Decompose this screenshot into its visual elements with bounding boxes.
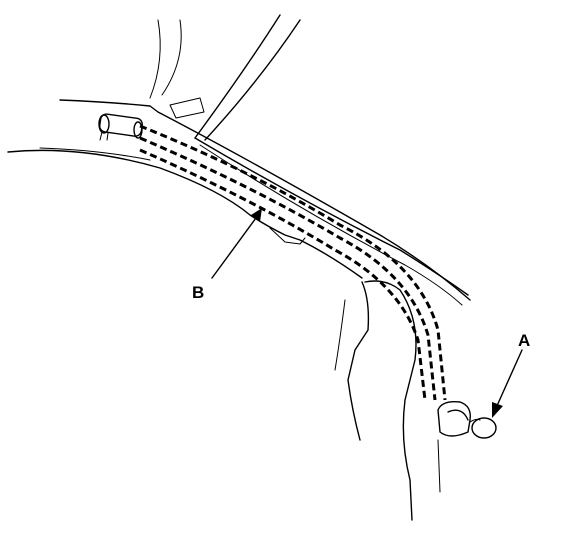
window-pillar-outline — [149, 14, 301, 141]
lower-trim-outline — [334, 280, 441, 521]
callout-b-label: B — [192, 283, 204, 302]
part-a — [469, 417, 497, 439]
cable-connector — [98, 113, 143, 141]
callout-b-arrowhead — [251, 208, 262, 222]
callout-a: A — [492, 331, 530, 418]
callout-a-label: A — [518, 331, 530, 350]
callout-a-arrowhead — [492, 402, 503, 418]
callout-b: B — [192, 208, 262, 302]
grommet-clip — [437, 400, 471, 437]
harness-b — [139, 124, 447, 401]
roof-rail-outline — [7, 99, 471, 306]
